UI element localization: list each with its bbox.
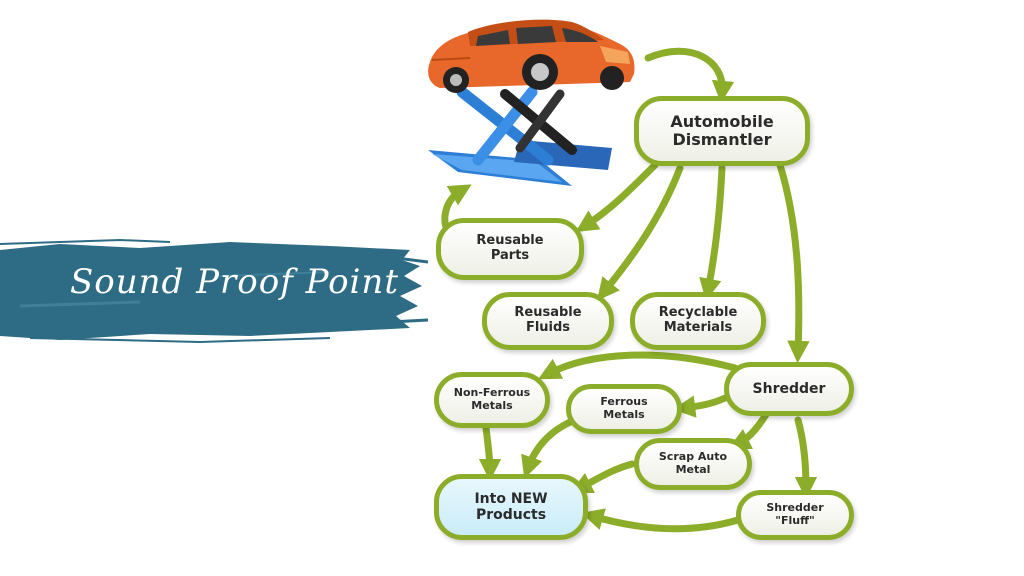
- node-label: Materials: [663, 320, 733, 335]
- node-label: Ferrous: [600, 395, 648, 409]
- node-label: "Fluff": [775, 514, 815, 527]
- node-shredder-fluff: Shredder "Fluff": [736, 490, 854, 540]
- arrow-shredder-to-nonferrous: [538, 351, 739, 380]
- node-reusable-fluids: Reusable Fluids: [482, 292, 614, 350]
- node-label: Non-Ferrous: [453, 386, 531, 400]
- node-label: Automobile: [670, 111, 774, 131]
- arrow-car-to-dismantler: [644, 47, 735, 104]
- node-label: Metal: [675, 463, 711, 476]
- node-reusable-parts: Reusable Parts: [436, 218, 584, 280]
- arrow-dismantler-to-fluids: [596, 164, 684, 301]
- node-label: Parts: [490, 248, 530, 263]
- brush-stroke-banner: [0, 238, 429, 344]
- node-label: Reusable: [476, 233, 544, 249]
- arrow-dismantler-to-shredder: [776, 161, 810, 364]
- arrow-dismantler-to-parts: [575, 161, 659, 233]
- node-scrap-auto-metal: Scrap Auto Metal: [634, 438, 752, 490]
- node-label: Metals: [603, 408, 645, 421]
- node-label: Products: [475, 507, 547, 523]
- node-ferrous-metals: Ferrous Metals: [566, 384, 682, 434]
- node-non-ferrous-metals: Non-Ferrous Metals: [434, 372, 550, 428]
- watermark-text: Sound Proof Point: [70, 262, 399, 302]
- node-label: Reusable: [514, 305, 582, 321]
- car-on-lift-icon: [428, 19, 635, 186]
- node-label: Recyclable: [658, 305, 738, 321]
- node-shredder: Shredder: [724, 362, 854, 416]
- arrow-scrap-to-new: [569, 460, 636, 494]
- node-label: Shredder: [752, 380, 826, 397]
- node-label: Metals: [471, 399, 513, 412]
- node-recyclable-materials: Recyclable Materials: [630, 292, 766, 350]
- node-label: Dismantler: [672, 130, 772, 149]
- arrow-ferrous-to-new: [521, 416, 579, 479]
- arrow-shredder-to-fluff: [794, 416, 818, 500]
- node-into-new-products: Into NEW Products: [434, 474, 588, 540]
- node-label: Shredder: [766, 501, 824, 515]
- arrow-dismantler-to-materials: [699, 164, 726, 301]
- arrow-shredder-to-ferrous: [672, 394, 729, 418]
- node-label: Into NEW: [474, 490, 548, 507]
- arrow-fluff-to-new: [581, 508, 742, 533]
- node-automobile-dismantler: Automobile Dismantler: [634, 96, 810, 166]
- arrow-nonferrous-to-new: [478, 424, 502, 482]
- node-label: Scrap Auto: [658, 450, 728, 464]
- node-label: Fluids: [525, 320, 571, 335]
